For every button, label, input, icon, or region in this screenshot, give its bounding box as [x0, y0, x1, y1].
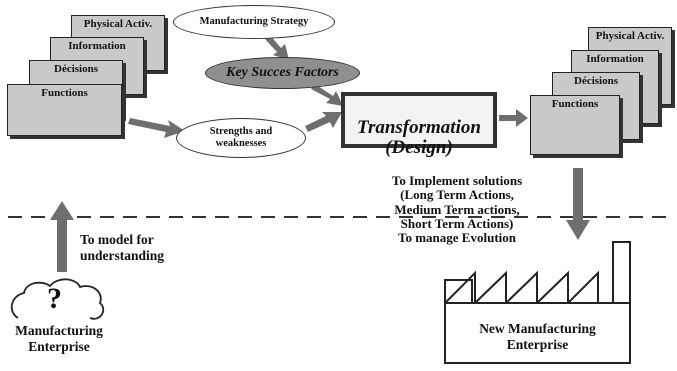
manufacturing-strategy-ellipse: Manufacturing Strategy: [173, 5, 335, 39]
card-label: Functions: [551, 98, 599, 110]
card-label: Physical Activ.: [595, 30, 665, 42]
strengths-weaknesses-label: Strengths and weaknesses: [209, 125, 273, 149]
right-card-functions: Functions: [530, 95, 620, 155]
enterprise-cloud: [10, 278, 105, 320]
arrow-transformation-to-functions: [499, 109, 528, 127]
arrow-strengths-to-transformation: [305, 112, 342, 132]
arrow-functions-to-strengths: [128, 118, 185, 138]
card-label: Information: [68, 40, 126, 52]
transformation-design-box: Transformation (Design): [341, 92, 497, 157]
left-card-functions: Functions: [7, 84, 122, 136]
key-success-factors-label: Key Succes Factors: [226, 64, 339, 80]
arrow-down-to-new-enterprise: [566, 168, 590, 240]
model-for-understanding-text: To model for understanding: [80, 232, 165, 263]
manufacturing-enterprise-label: Manufacturing Enterprise: [15, 323, 103, 354]
card-label: Décisions: [54, 63, 98, 75]
card-label: Information: [586, 53, 644, 65]
question-mark: ?: [47, 282, 62, 315]
implement-solutions-text: To Implement solutions (Long Term Action…: [391, 173, 523, 246]
transformation-label: Transformation (Design): [357, 116, 481, 158]
arrow-up-from-enterprise: [50, 201, 74, 272]
new-manufacturing-enterprise-label: New Manufacturing Enterprise: [479, 321, 596, 352]
strengths-weaknesses-ellipse: Strengths and weaknesses: [176, 118, 306, 158]
manufacturing-strategy-label: Manufacturing Strategy: [199, 15, 309, 27]
key-success-factors-ellipse: Key Succes Factors: [205, 57, 360, 89]
factory-building: [444, 241, 631, 364]
card-label: Physical Activ.: [83, 18, 153, 30]
card-label: Functions: [41, 87, 88, 99]
card-label: Décisions: [574, 75, 618, 87]
arrow-strategy-to-ksf: [264, 34, 289, 60]
arrow-ksf-to-transformation: [311, 84, 343, 106]
